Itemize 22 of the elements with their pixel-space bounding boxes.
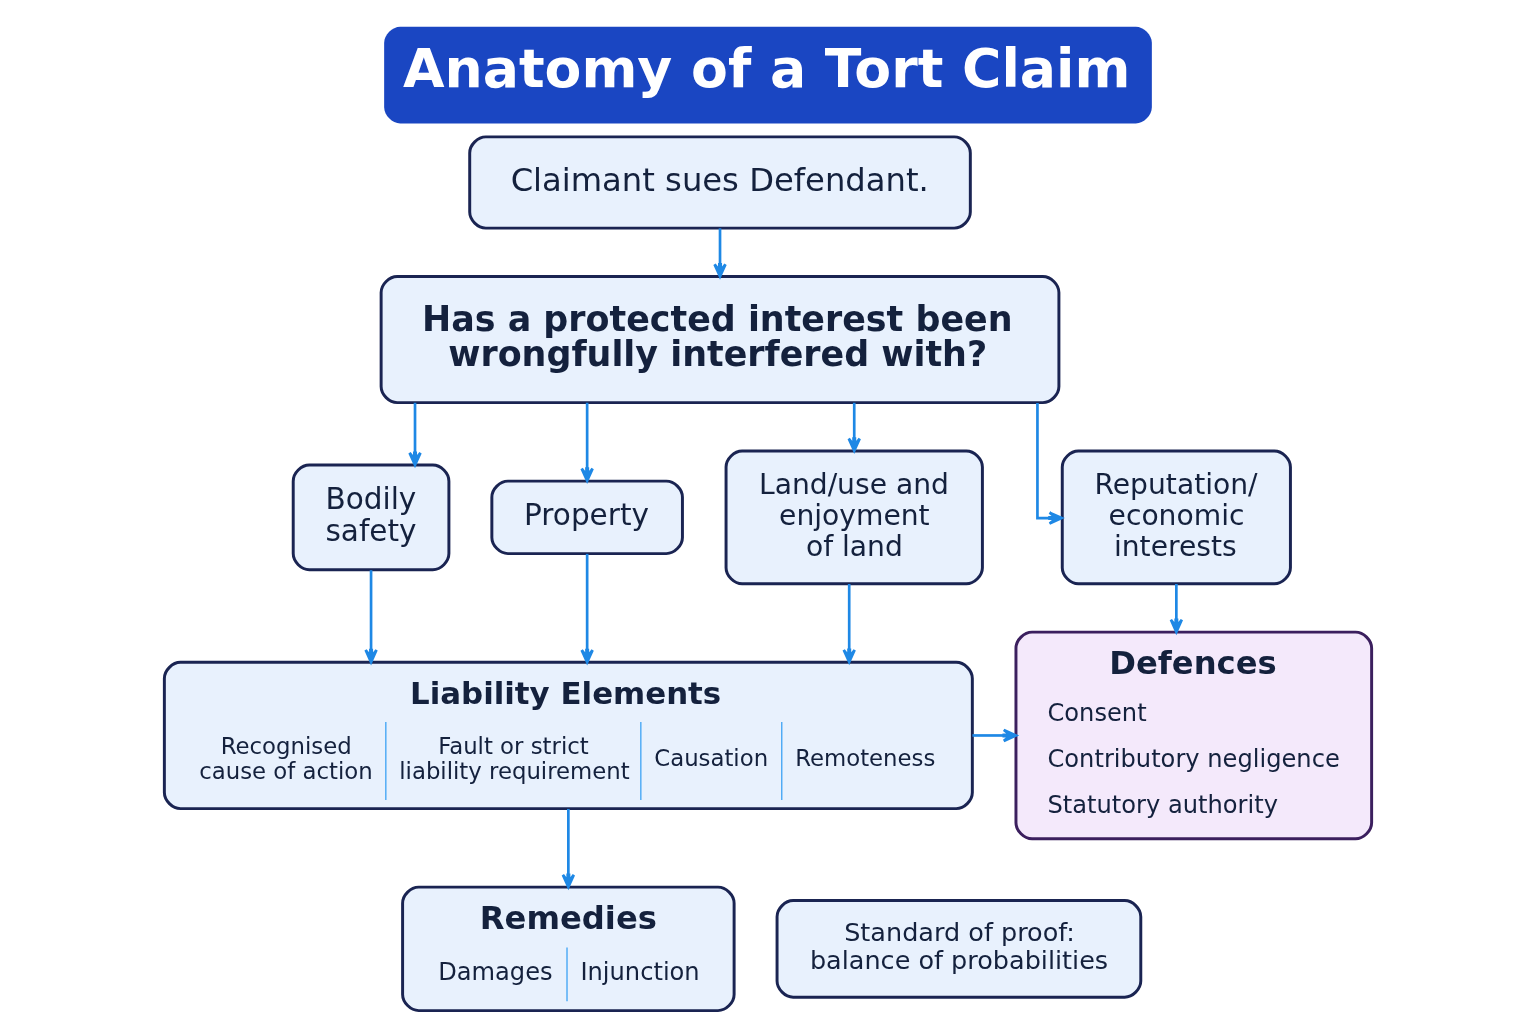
node-box: Land/use and enjoyment of land (724, 449, 984, 586)
node-box: Bodily safety (291, 463, 451, 572)
arrow (847, 402, 861, 453)
node-box: Liability Elements Recognised cause of action Fault or strict liability requirement Causation Remoteness (162, 660, 974, 811)
arrow (1169, 584, 1184, 634)
node-box: Defences Consent Contributory negligence Statutory authority (1014, 630, 1374, 841)
node-box: Remedies Damages Injunction (401, 885, 736, 1013)
arrow (364, 570, 378, 664)
diagram-title: Anatomy of a Tort Claim (402, 37, 1131, 101)
node-box: Standard of proof: balance of probabilities (775, 899, 1143, 999)
arrow (1036, 403, 1063, 525)
arrow (713, 228, 727, 278)
arrow (580, 553, 594, 664)
node-box: Claimant sues Defendant. (468, 135, 972, 230)
arrow (561, 808, 576, 889)
node-box: Reputation/ economic interests (1060, 449, 1292, 586)
node-box: Has a protected interest been wrongfully interfered with? (379, 274, 1061, 405)
arrow (842, 584, 856, 664)
arrow (408, 402, 422, 467)
arrow (972, 728, 1018, 743)
arrow (580, 402, 594, 483)
node-box: Property (490, 479, 684, 556)
